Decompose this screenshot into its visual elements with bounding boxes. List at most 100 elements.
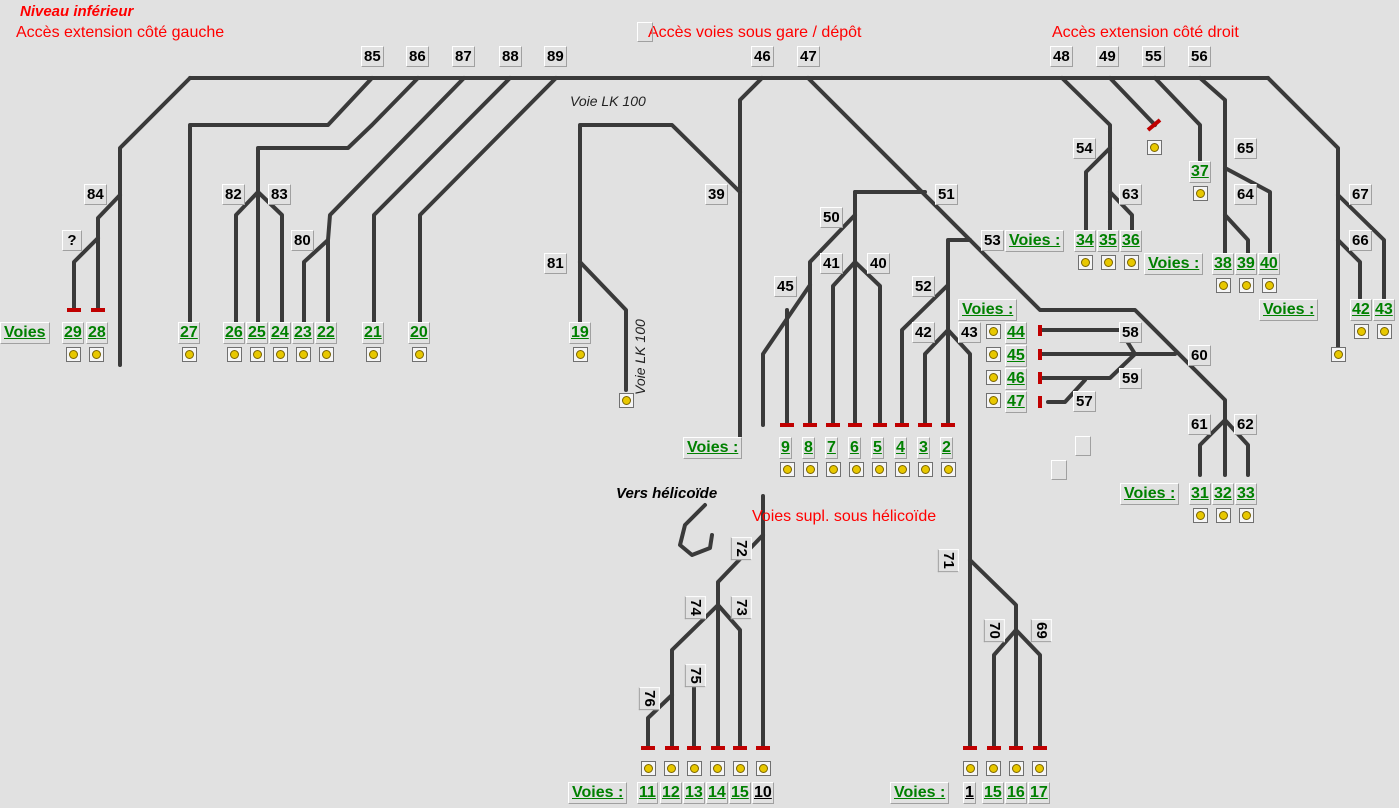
switch-82[interactable]: 82	[222, 184, 245, 205]
decouple-icon[interactable]	[619, 393, 634, 408]
switch-66[interactable]: 66	[1349, 230, 1372, 251]
switch-61[interactable]: 61	[1188, 414, 1211, 435]
track-43[interactable]: 43	[1373, 299, 1395, 321]
switch-89[interactable]: 89	[544, 46, 567, 67]
track-44[interactable]: 44	[1005, 322, 1027, 344]
decouple-icon[interactable]	[664, 761, 679, 776]
track-2[interactable]: 2	[940, 437, 953, 459]
track-42[interactable]: 42	[1350, 299, 1372, 321]
decouple-icon[interactable]	[1239, 278, 1254, 293]
decouple-icon[interactable]	[872, 462, 887, 477]
decouple-icon[interactable]	[296, 347, 311, 362]
switch-83[interactable]: 83	[268, 184, 291, 205]
switch-88[interactable]: 88	[499, 46, 522, 67]
switch-53[interactable]: 53	[981, 230, 1004, 251]
track-26[interactable]: 26	[223, 322, 245, 344]
switch-64[interactable]: 64	[1234, 184, 1257, 205]
switch-72[interactable]: 72	[730, 537, 752, 560]
decouple-icon[interactable]	[849, 462, 864, 477]
switch-63[interactable]: 63	[1119, 184, 1142, 205]
decouple-icon[interactable]	[687, 761, 702, 776]
switch-85[interactable]: 85	[361, 46, 384, 67]
switch-40[interactable]: 40	[867, 253, 890, 274]
track-34[interactable]: 34	[1074, 230, 1096, 252]
track-21[interactable]: 21	[362, 322, 384, 344]
switch-56[interactable]: 56	[1188, 46, 1211, 67]
switch-57[interactable]: 57	[1073, 391, 1096, 412]
decouple-icon[interactable]	[89, 347, 104, 362]
switch-59[interactable]: 59	[1119, 368, 1142, 389]
track-27[interactable]: 27	[178, 322, 200, 344]
decouple-icon[interactable]	[273, 347, 288, 362]
switch-81[interactable]: 81	[544, 253, 567, 274]
switch-86[interactable]: 86	[406, 46, 429, 67]
decouple-icon[interactable]	[366, 347, 381, 362]
switch-76[interactable]: 76	[638, 687, 660, 710]
switch-45[interactable]: 45	[774, 276, 797, 297]
switch-80[interactable]: 80	[291, 230, 314, 251]
decouple-icon[interactable]	[895, 462, 910, 477]
track-39[interactable]: 39	[1235, 253, 1257, 275]
decouple-icon[interactable]	[986, 393, 1001, 408]
decouple-icon[interactable]	[1009, 761, 1024, 776]
decouple-icon[interactable]	[710, 761, 725, 776]
switch-71[interactable]: 71	[937, 549, 959, 572]
track-12[interactable]: 12	[660, 782, 682, 804]
switch-58[interactable]: 58	[1119, 322, 1142, 343]
switch-51[interactable]: 51	[935, 184, 958, 205]
switch-74[interactable]: 74	[684, 596, 706, 619]
track-46[interactable]: 46	[1005, 368, 1027, 390]
track-40[interactable]: 40	[1258, 253, 1280, 275]
switch-41[interactable]: 41	[820, 253, 843, 274]
decouple-icon[interactable]	[319, 347, 334, 362]
switch-75[interactable]: 75	[684, 664, 706, 687]
track-7[interactable]: 7	[825, 437, 838, 459]
track-24[interactable]: 24	[269, 322, 291, 344]
switch-84[interactable]: 84	[84, 184, 107, 205]
decouple-icon[interactable]	[1101, 255, 1116, 270]
decouple-icon[interactable]	[227, 347, 242, 362]
decouple-icon[interactable]	[1377, 324, 1392, 339]
decouple-icon[interactable]	[1124, 255, 1139, 270]
decouple-icon[interactable]	[573, 347, 588, 362]
switch-62[interactable]: 62	[1234, 414, 1257, 435]
track-37[interactable]: 37	[1189, 161, 1211, 183]
track-45[interactable]: 45	[1005, 345, 1027, 367]
decouple-icon[interactable]	[250, 347, 265, 362]
track-29[interactable]: 29	[62, 322, 84, 344]
switch-50[interactable]: 50	[820, 207, 843, 228]
decouple-icon[interactable]	[1239, 508, 1254, 523]
decouple-icon[interactable]	[641, 761, 656, 776]
decouple-icon[interactable]	[986, 324, 1001, 339]
switch-70[interactable]: 70	[983, 619, 1005, 642]
decouple-icon[interactable]	[986, 761, 1001, 776]
switch-67[interactable]: 67	[1349, 184, 1372, 205]
track-4[interactable]: 4	[894, 437, 907, 459]
switch-65[interactable]: 65	[1234, 138, 1257, 159]
track-35[interactable]: 35	[1097, 230, 1119, 252]
decouple-icon[interactable]	[986, 347, 1001, 362]
switch-60[interactable]: 60	[1188, 345, 1211, 366]
switch-48[interactable]: 48	[1050, 46, 1073, 67]
track-8[interactable]: 8	[802, 437, 815, 459]
track-17[interactable]: 17	[1028, 782, 1050, 804]
track-15-b[interactable]: 15	[982, 782, 1004, 804]
decouple-icon[interactable]	[1193, 186, 1208, 201]
decouple-icon[interactable]	[412, 347, 427, 362]
decouple-icon[interactable]	[918, 462, 933, 477]
decouple-icon[interactable]	[756, 761, 771, 776]
decouple-icon[interactable]	[66, 347, 81, 362]
track-47[interactable]: 47	[1005, 391, 1027, 413]
track-20[interactable]: 20	[408, 322, 430, 344]
switch-unknown[interactable]: ?	[62, 230, 82, 251]
switch-73[interactable]: 73	[730, 596, 752, 619]
track-32[interactable]: 32	[1212, 483, 1234, 505]
track-36[interactable]: 36	[1120, 230, 1142, 252]
track-33[interactable]: 33	[1235, 483, 1257, 505]
decouple-icon[interactable]	[1078, 255, 1093, 270]
track-13[interactable]: 13	[683, 782, 705, 804]
decouple-icon[interactable]	[826, 462, 841, 477]
decouple-icon[interactable]	[941, 462, 956, 477]
decouple-icon[interactable]	[1262, 278, 1277, 293]
track-6[interactable]: 6	[848, 437, 861, 459]
